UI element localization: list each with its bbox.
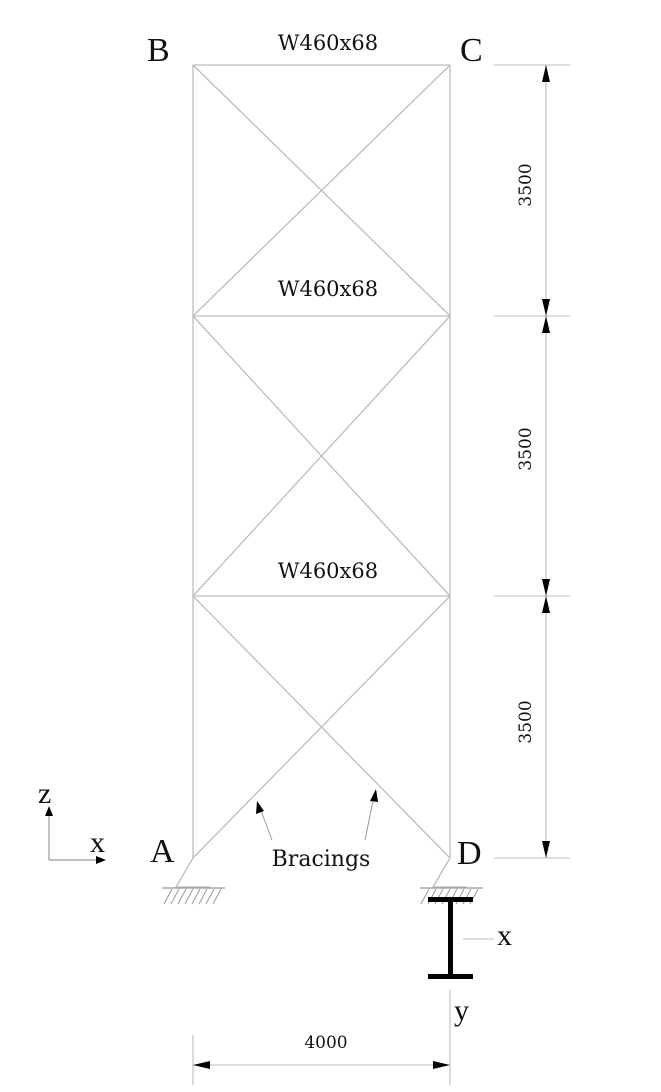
pin-support-a: [162, 857, 225, 905]
section-axis-y: y: [454, 994, 469, 1027]
story-height-1: 3500: [516, 700, 536, 743]
section-axis-x: x: [497, 919, 512, 952]
bracing: [192, 64, 451, 317]
node-label-c: C: [460, 32, 483, 69]
node-label-a: A: [150, 833, 175, 870]
story-height-3: 3500: [516, 163, 536, 206]
node-label-d: D: [457, 835, 482, 872]
beam-label-floor-1: W460x68: [278, 559, 378, 583]
bracings-label: Bracings: [272, 847, 371, 872]
beam-label-floor-2: W460x68: [278, 277, 378, 301]
global-axes: z x: [38, 777, 106, 864]
dim-arrows: [542, 65, 550, 858]
bracing: [192, 315, 451, 597]
bracings-callout: Bracings: [256, 789, 378, 872]
i-section-icon: x y: [428, 897, 512, 1027]
node-label-b: B: [147, 32, 170, 69]
story-height-2: 3500: [516, 427, 536, 470]
axis-label-z: z: [38, 777, 51, 810]
axis-label-x: x: [90, 826, 105, 859]
bay-width-label: 4000: [304, 1033, 347, 1053]
beam-label-roof: W460x68: [278, 31, 378, 55]
bracing: [192, 595, 451, 859]
dim-arrows: [193, 1061, 450, 1069]
